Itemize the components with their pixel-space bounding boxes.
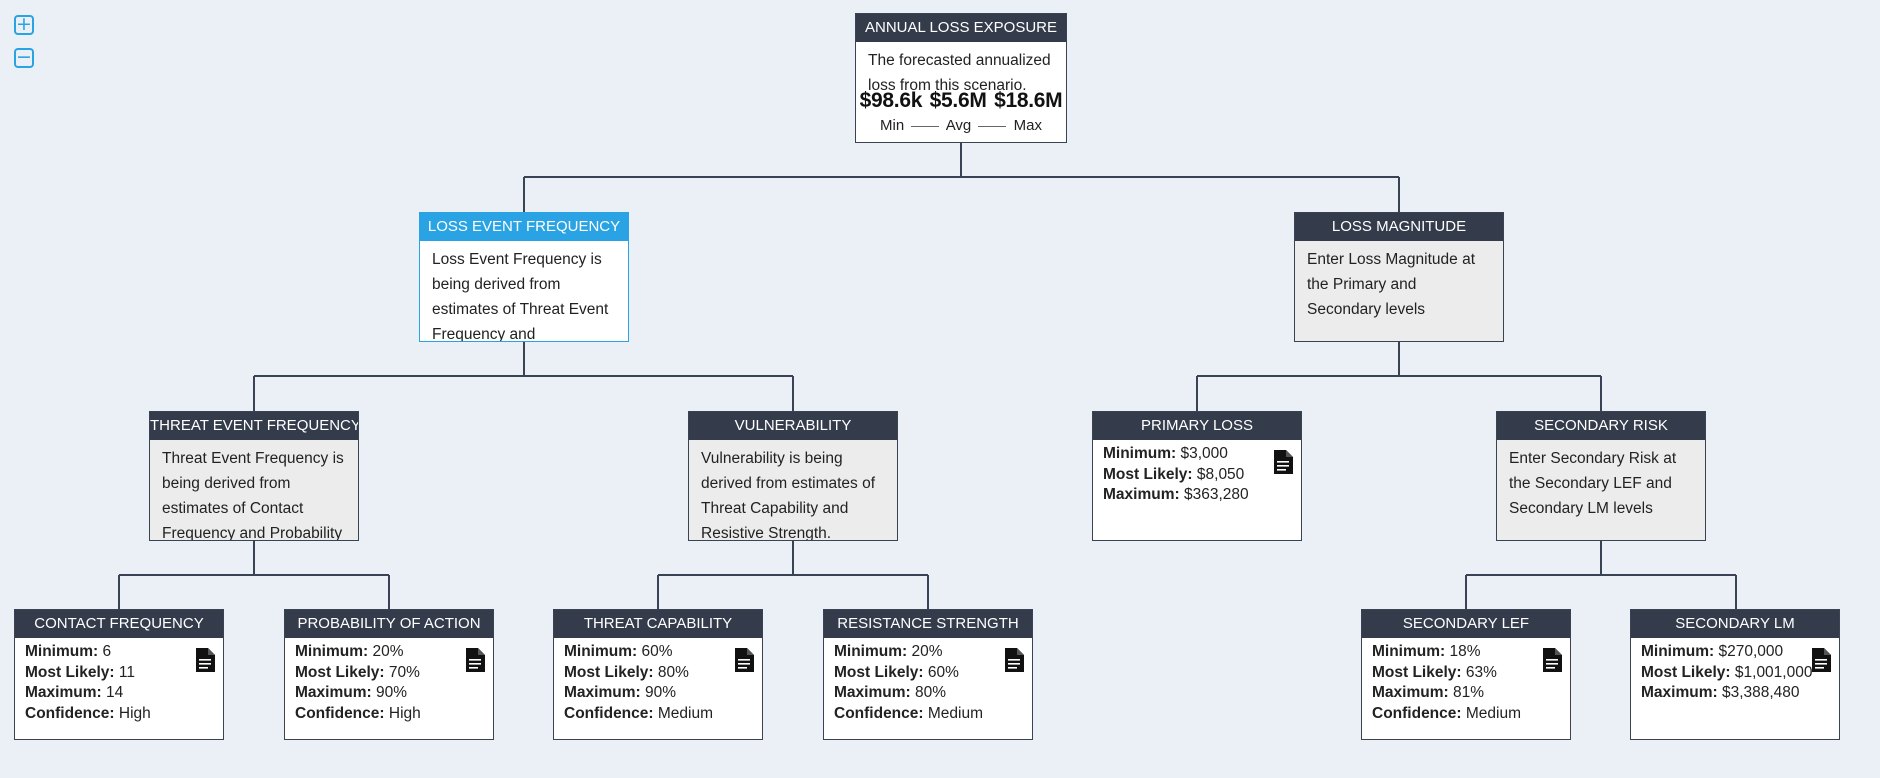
maximum-row: Maximum: 90%: [564, 684, 676, 701]
node-description: Enter Loss Magnitude at the Primary and …: [1307, 251, 1476, 318]
avg-label: Avg: [945, 117, 972, 134]
minimum-row: Minimum: $270,000: [1641, 643, 1784, 660]
avg-amount: $5.6M: [929, 89, 987, 112]
maximum-row: Maximum: 81%: [1372, 684, 1484, 701]
node-title: THREAT CAPABILITY: [554, 610, 762, 638]
node-contact-frequency[interactable]: CONTACT FREQUENCY Minimum: 6 Most Likely…: [14, 609, 224, 740]
most-likely-row: Most Likely: 80%: [564, 663, 689, 681]
max-label: Max: [1013, 117, 1042, 134]
node-title: SECONDARY RISK: [1497, 412, 1705, 440]
max-amount: $18.6M: [994, 89, 1063, 112]
node-description: The forecasted annualized loss from this…: [868, 52, 1051, 94]
node-estimates: Minimum: 20% Most Likely: 70% Maximum: 9…: [285, 638, 493, 724]
node-title: ANNUAL LOSS EXPOSURE: [856, 14, 1066, 42]
node-description: Enter Secondary Risk at the Secondary LE…: [1509, 450, 1677, 517]
minimum-row: Minimum: $3,000: [1103, 445, 1228, 462]
document-icon[interactable]: [465, 648, 485, 672]
document-icon[interactable]: [734, 648, 754, 672]
node-secondary-risk[interactable]: SECONDARY RISK Enter Secondary Risk at t…: [1496, 411, 1706, 541]
node-probability-of-action[interactable]: PROBABILITY OF ACTION Minimum: 20% Most …: [284, 609, 494, 740]
minimum-row: Minimum: 6: [25, 643, 112, 660]
node-title: PRIMARY LOSS: [1093, 412, 1301, 440]
most-likely-row: Most Likely: 70%: [295, 663, 420, 681]
node-title: THREAT EVENT FREQUENCY: [150, 412, 358, 440]
node-estimates: Minimum: 6 Most Likely: 11 Maximum: 14 C…: [15, 638, 223, 724]
node-estimates: Minimum: 20% Most Likely: 60% Maximum: 8…: [824, 638, 1032, 724]
node-threat-capability[interactable]: THREAT CAPABILITY Minimum: 60% Most Like…: [553, 609, 763, 740]
minus-icon: −: [16, 46, 32, 68]
most-likely-row: Most Likely: $8,050: [1103, 465, 1245, 483]
node-title: VULNERABILITY: [689, 412, 897, 440]
loss-amounts: $98.6k $5.6M $18.6M: [856, 89, 1066, 113]
node-secondary-lef[interactable]: SECONDARY LEF Minimum: 18% Most Likely: …: [1361, 609, 1571, 740]
node-estimates: Minimum: 18% Most Likely: 63% Maximum: 8…: [1362, 638, 1570, 724]
most-likely-row: Most Likely: 63%: [1372, 663, 1497, 681]
node-title: CONTACT FREQUENCY: [15, 610, 223, 638]
confidence-row: Confidence: Medium: [834, 704, 984, 722]
node-threat-event-frequency[interactable]: THREAT EVENT FREQUENCY Threat Event Freq…: [149, 411, 359, 541]
axis-divider: [978, 125, 1007, 127]
node-estimates: Minimum: $270,000 Most Likely: $1,001,00…: [1631, 638, 1839, 704]
node-description: Vulnerability is being derived from esti…: [701, 450, 876, 541]
most-likely-row: Most Likely: 60%: [834, 663, 959, 681]
plus-icon: +: [16, 13, 32, 35]
minimum-row: Minimum: 60%: [564, 643, 673, 660]
node-primary-loss[interactable]: PRIMARY LOSS Minimum: $3,000 Most Likely…: [1092, 411, 1302, 541]
node-loss-event-frequency[interactable]: LOSS EVENT FREQUENCY Loss Event Frequenc…: [419, 212, 629, 342]
document-icon[interactable]: [1811, 648, 1831, 672]
document-icon[interactable]: [1273, 450, 1293, 474]
minimum-row: Minimum: 20%: [834, 643, 943, 660]
confidence-row: Confidence: High: [295, 704, 421, 722]
zoom-in-button[interactable]: +: [14, 15, 34, 35]
confidence-row: Confidence: Medium: [564, 704, 714, 722]
maximum-row: Maximum: 80%: [834, 684, 946, 701]
node-title: LOSS MAGNITUDE: [1295, 213, 1503, 241]
most-likely-row: Most Likely: $1,001,000: [1641, 663, 1813, 681]
maximum-row: Maximum: 90%: [295, 684, 407, 701]
node-title: PROBABILITY OF ACTION: [285, 610, 493, 638]
node-loss-magnitude[interactable]: LOSS MAGNITUDE Enter Loss Magnitude at t…: [1294, 212, 1504, 342]
maximum-row: Maximum: $3,388,480: [1641, 684, 1800, 701]
document-icon[interactable]: [1542, 648, 1562, 672]
zoom-out-button[interactable]: −: [14, 48, 34, 68]
node-description: Loss Event Frequency is being derived fr…: [432, 251, 609, 342]
node-title: LOSS EVENT FREQUENCY: [420, 213, 628, 241]
confidence-row: Confidence: Medium: [1372, 704, 1522, 722]
min-label: Min: [880, 117, 905, 134]
node-secondary-lm[interactable]: SECONDARY LM Minimum: $270,000 Most Like…: [1630, 609, 1840, 740]
node-description: Threat Event Frequency is being derived …: [162, 450, 344, 541]
node-annual-loss-exposure[interactable]: ANNUAL LOSS EXPOSURE The forecasted annu…: [855, 13, 1067, 143]
node-title: SECONDARY LEF: [1362, 610, 1570, 638]
confidence-row: Confidence: High: [25, 704, 151, 722]
maximum-row: Maximum: 14: [25, 684, 124, 701]
node-title: RESISTANCE STRENGTH: [824, 610, 1032, 638]
axis-divider: [911, 125, 940, 127]
document-icon[interactable]: [195, 648, 215, 672]
range-axis: Min Avg Max: [856, 117, 1066, 134]
document-icon[interactable]: [1004, 648, 1024, 672]
node-estimates: Minimum: $3,000 Most Likely: $8,050 Maxi…: [1093, 440, 1301, 506]
node-vulnerability[interactable]: VULNERABILITY Vulnerability is being der…: [688, 411, 898, 541]
minimum-row: Minimum: 20%: [295, 643, 404, 660]
node-title: SECONDARY LM: [1631, 610, 1839, 638]
maximum-row: Maximum: $363,280: [1103, 486, 1249, 503]
min-amount: $98.6k: [859, 89, 923, 112]
minimum-row: Minimum: 18%: [1372, 643, 1481, 660]
node-resistance-strength[interactable]: RESISTANCE STRENGTH Minimum: 20% Most Li…: [823, 609, 1033, 740]
node-estimates: Minimum: 60% Most Likely: 80% Maximum: 9…: [554, 638, 762, 724]
most-likely-row: Most Likely: 11: [25, 663, 135, 681]
